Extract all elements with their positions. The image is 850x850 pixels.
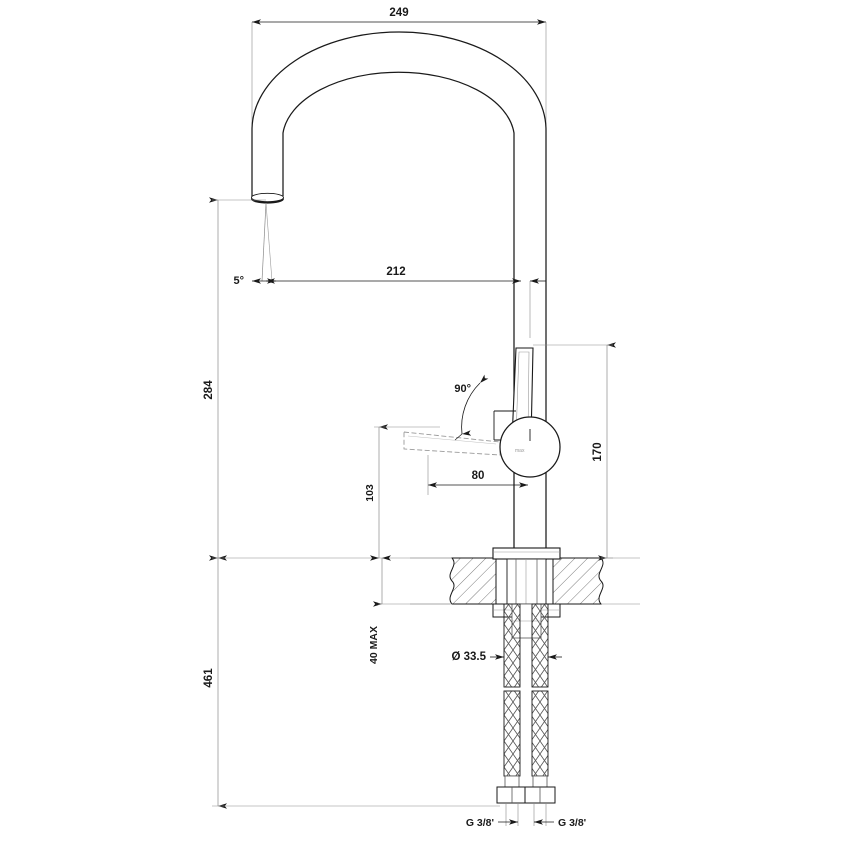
dimension-90-degrees: 90° [454,374,489,441]
dimension-label-5-degrees: 5° [233,275,244,287]
spout-body [251,31,547,560]
dimension-label-249: 249 [389,7,408,19]
dimension-thread-right: G 3/8' [533,803,586,829]
mounting-shank [506,558,547,605]
lever-handle: max [403,347,561,478]
dimension-249: 249 [251,7,547,560]
dimension-label-80: 80 [472,470,485,482]
spout-aerator [251,192,284,204]
dimension-label-diameter-33-5: Ø 33.5 [451,651,486,663]
dimension-103: 103 [364,424,440,561]
flexible-hoses [503,603,549,788]
dimension-40-max: 40 MAX [368,555,450,664]
base-flange [492,547,561,560]
svg-text:max: max [515,448,525,454]
dimension-label-212: 212 [386,266,405,278]
dimension-80: 80 [427,455,528,495]
dimension-label-103: 103 [364,484,376,502]
dimension-thread-left: G 3/8' [466,803,519,829]
countertop-section [410,557,640,605]
dimension-label-170: 170 [592,442,604,461]
dimension-label-thread-right: G 3/8' [558,817,586,829]
dimension-label-thread-left: G 3/8' [466,817,494,829]
dimension-label-461: 461 [203,668,215,688]
mounting-nut [492,603,561,639]
dimension-212: 212 [266,266,546,338]
dimension-diameter-33-5: Ø 33.5 [451,651,562,663]
hose-end-nuts [496,786,556,804]
dimension-284: 284 [203,197,266,561]
dimension-label-284: 284 [203,380,215,400]
dimension-label-40-max: 40 MAX [368,626,380,664]
dimension-5-degrees: 5° [233,202,276,287]
dimension-label-90-degrees: 90° [454,383,471,395]
